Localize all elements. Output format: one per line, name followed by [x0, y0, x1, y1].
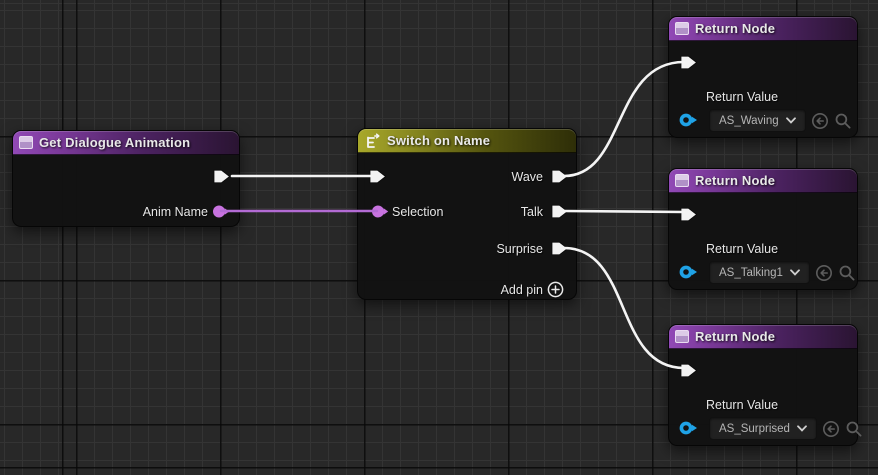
talk-exec-out-pin[interactable] — [551, 204, 569, 219]
function-node-icon — [675, 174, 689, 187]
function-node-icon — [675, 330, 689, 343]
node-return-1[interactable]: Return Node Return Value AS_Waving — [668, 16, 858, 138]
node-title: Get Dialogue Animation — [39, 135, 191, 150]
asset-dropdown[interactable]: AS_Waving — [709, 109, 806, 132]
function-node-icon — [675, 22, 689, 35]
exec-in-pin[interactable] — [680, 207, 698, 222]
exec-in-pin[interactable] — [369, 169, 387, 184]
node-title: Return Node — [695, 329, 776, 344]
node-return-2[interactable]: Return Node Return Value AS_Talking1 — [668, 168, 858, 290]
node-header[interactable]: Return Node — [669, 325, 857, 349]
chevron-down-icon — [785, 117, 796, 124]
plus-circle-icon — [547, 281, 564, 298]
use-selected-asset-button[interactable] — [822, 420, 840, 438]
selection-pin-label: Selection — [392, 205, 444, 219]
function-node-icon — [19, 136, 33, 149]
node-title: Switch on Name — [387, 133, 491, 148]
object-pin[interactable] — [679, 421, 698, 435]
browse-asset-button[interactable] — [838, 264, 856, 282]
node-switch-on-name[interactable]: Switch on Name Selection Wave Talk Surpr… — [357, 128, 577, 300]
chevron-down-icon — [790, 269, 800, 276]
circle-arrow-left-icon — [815, 264, 832, 281]
case-pin-label-talk: Talk — [520, 205, 543, 219]
add-pin-label: Add pin — [500, 283, 543, 297]
node-title: Return Node — [695, 173, 776, 188]
node-header[interactable]: Return Node — [669, 17, 857, 41]
browse-asset-button[interactable] — [834, 112, 852, 130]
exec-in-pin[interactable] — [680, 363, 698, 378]
circle-arrow-left-icon — [822, 420, 839, 437]
node-get-dialogue-animation[interactable]: Get Dialogue Animation Anim Name — [12, 130, 240, 227]
node-title: Return Node — [695, 21, 776, 36]
switch-icon — [367, 132, 380, 148]
return-value-label: Return Value — [706, 398, 779, 412]
node-header[interactable]: Return Node — [669, 169, 857, 193]
exec-wire-wave-to-return1[interactable] — [562, 60, 686, 178]
magnifying-glass-icon — [839, 265, 855, 280]
case-pin-label-wave: Wave — [511, 170, 544, 184]
object-pin[interactable] — [679, 265, 698, 279]
asset-dropdown[interactable]: AS_Surprised — [709, 417, 817, 440]
asset-dropdown-value: AS_Talking1 — [719, 266, 783, 279]
return-value-label: Return Value — [706, 90, 779, 104]
exec-wire-talk-to-return2[interactable] — [562, 209, 686, 214]
exec-wire-surprise-to-return3[interactable] — [562, 246, 686, 370]
anim-name-pin-label: Anim Name — [142, 205, 208, 219]
node-return-3[interactable]: Return Node Return Value AS_Surprised — [668, 324, 862, 446]
asset-dropdown-value: AS_Surprised — [719, 422, 790, 435]
object-pin[interactable] — [679, 113, 698, 127]
node-header[interactable]: Get Dialogue Animation — [13, 131, 239, 155]
browse-asset-button[interactable] — [845, 420, 863, 438]
magnifying-glass-icon — [835, 113, 851, 128]
asset-dropdown[interactable]: AS_Talking1 — [709, 261, 810, 284]
exec-out-pin[interactable] — [213, 169, 231, 184]
node-header[interactable]: Switch on Name — [358, 129, 576, 153]
use-selected-asset-button[interactable] — [811, 112, 829, 130]
case-pin-label-surprise: Surprise — [496, 242, 543, 256]
surprise-exec-out-pin[interactable] — [551, 241, 569, 256]
wave-exec-out-pin[interactable] — [551, 169, 569, 184]
circle-arrow-left-icon — [811, 112, 828, 129]
add-pin-button[interactable] — [547, 281, 564, 298]
exec-in-pin[interactable] — [680, 55, 698, 70]
asset-dropdown-value: AS_Waving — [719, 114, 779, 127]
use-selected-asset-button[interactable] — [815, 264, 833, 282]
chevron-down-icon — [797, 425, 807, 432]
magnifying-glass-icon — [846, 421, 862, 436]
return-value-label: Return Value — [706, 242, 779, 256]
